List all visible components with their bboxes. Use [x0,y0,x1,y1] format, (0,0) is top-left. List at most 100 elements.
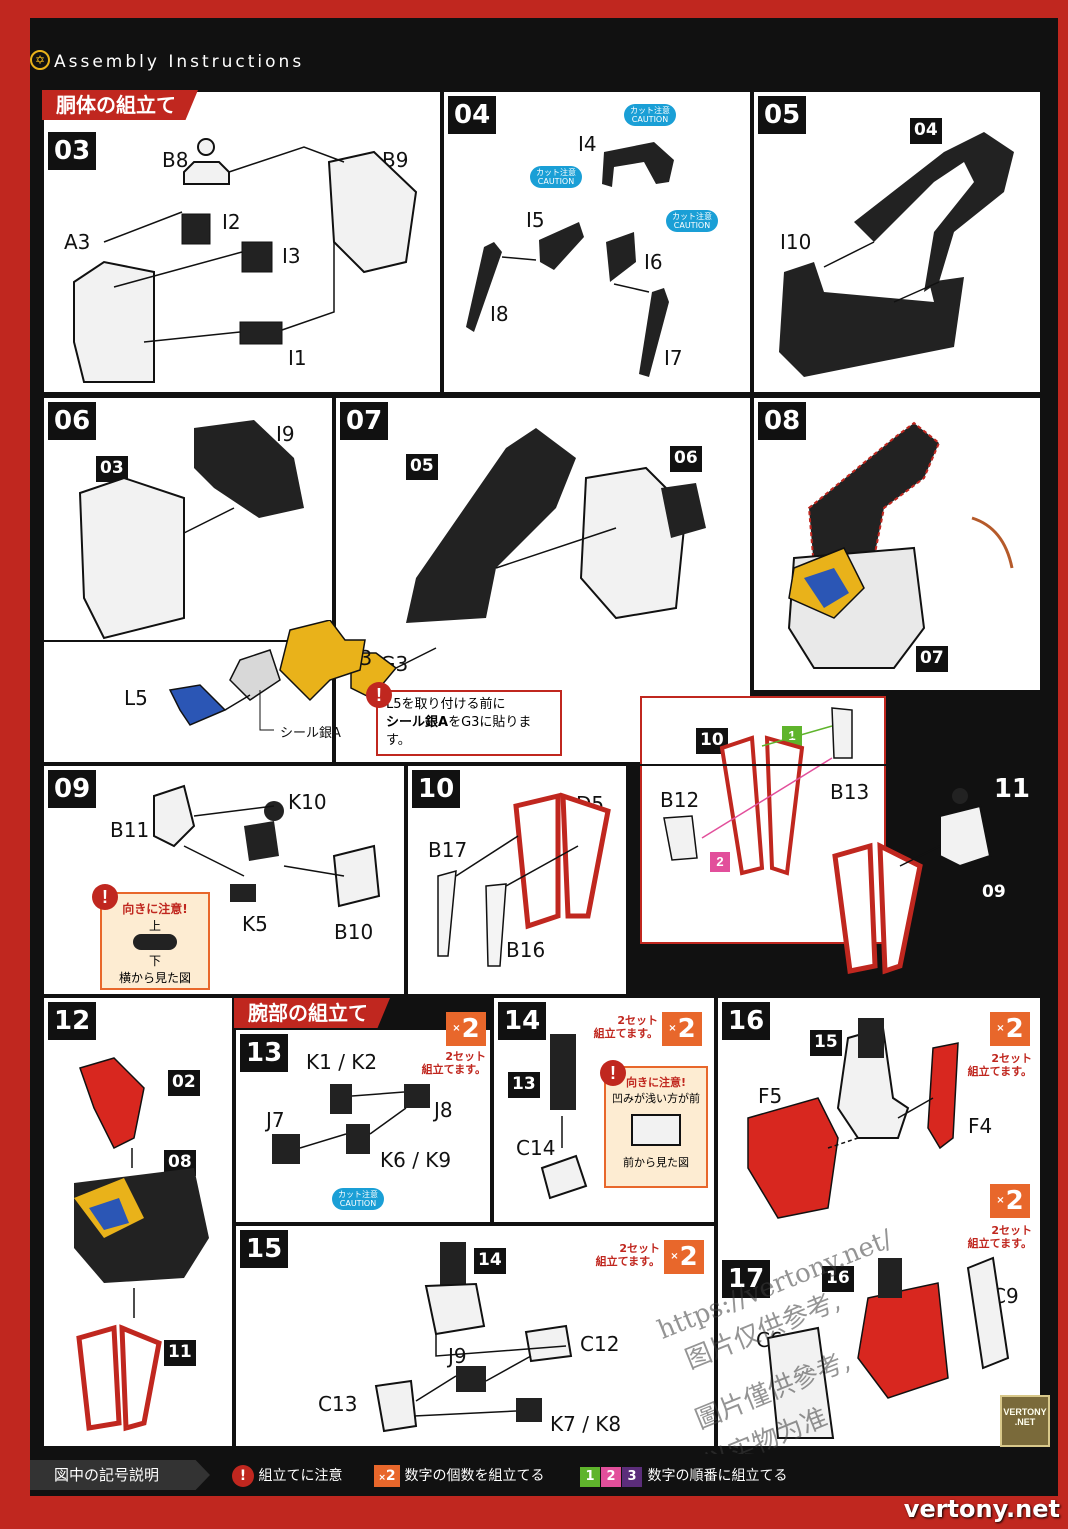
order-badge-1: 1 [782,726,802,746]
legend-order-text: 数字の順番に組立てる [647,1468,788,1484]
count-badge-x2: ×2 [374,1465,400,1487]
step-07-parts-diagram [168,620,366,731]
part-label: K10 [288,790,327,814]
set-count-note: 2セット組立てます。 [392,1050,486,1076]
step-15-panel: 15 14 ×2 2セット組立てます。 C12 J9 C13 K7 / K8 [234,1224,716,1448]
caution-en: CAUTION [339,1199,377,1208]
step-09-diagram [153,784,381,908]
step-09-number: 09 [48,770,97,808]
section-arms-tag: 腕部の組立て [234,998,390,1028]
caution-jp: カット注意 [338,1190,378,1199]
set-count-suffix: 組立てます。 [421,1063,486,1076]
step-04-number: 04 [448,96,497,134]
caution-jp: カット注意 [672,212,712,221]
part-label: K5 [242,912,268,936]
set-count-suffix: 組立てます。 [967,1237,1032,1250]
warning-line-2-bold: シール銀A [386,715,449,730]
caution-en: CAUTION [537,177,575,186]
step-05-diagram [779,132,1014,377]
legend-count: ×2 数字の個数を組立てる [374,1465,544,1487]
step-03-diagram [73,138,418,383]
sub-assembly-ref: 15 [810,1030,842,1056]
part-label: A3 [64,230,91,254]
count-badge-x2: ×2 [662,1012,702,1046]
sub-assembly-ref: 10 [696,728,728,754]
sub-assembly-ref: 14 [474,1248,506,1274]
set-count: 2セット [991,1224,1032,1237]
count-value: 2 [677,1014,696,1044]
step-06-panel: 06 03 I9 [42,396,334,642]
step-03-panel: 胴体の組立て 03 B8 B9 A3 I2 I3 I1 [42,90,442,394]
step-11-callout: 10 B12 B13 1 2 [640,696,886,944]
warning-icon: ! [600,1060,626,1086]
step-06-diagram [78,420,304,640]
set-count: 2セット [991,1052,1032,1065]
legend-warn: ! 組立てに注意 [232,1465,342,1487]
step-14-panel: 14 ×2 2セット組立てます。 13 C14 向きに注意! 凹みが浅い方が前 … [492,996,716,1224]
warning-line-2: をG3に貼ります。 [386,715,532,748]
part-label: B8 [162,148,189,172]
socket-part-icon [631,1114,681,1146]
legend-count-value: 2 [385,1468,396,1484]
order-badge-3: 3 [622,1467,642,1487]
part-label: B13 [830,780,870,804]
tip-caption: 横から見た図 [118,971,191,985]
set-count-note: 2セット組立てます。 [576,1242,660,1268]
bracket-part-icon [133,934,177,950]
sub-assembly-ref: 09 [978,880,1010,906]
step-09-panel: 09 K10 B11 K5 B10 [42,764,406,996]
step-03-number: 03 [48,132,97,170]
step-12-number: 12 [48,1002,97,1040]
sub-assembly-ref: 04 [910,118,942,144]
part-label: I10 [780,230,812,254]
step-11-panel: 11 09 [628,764,1042,996]
step-15-number: 15 [240,1230,289,1268]
sub-assembly-ref: 05 [406,454,438,480]
part-label: I7 [664,346,683,370]
warning-icon: ! [92,884,118,910]
part-label: L5 [124,686,148,710]
step-12-diagram [74,1057,209,1432]
page-title: Assembly Instructions [54,52,305,72]
part-label: B11 [110,818,150,842]
step-17-number: 17 [722,1260,771,1298]
step-11-callout-diagram [663,707,853,876]
part-label: J8 [434,1098,453,1122]
part-label: F4 [968,1114,993,1138]
caution-en: CAUTION [673,221,711,230]
tip-subtitle: 凹みが浅い方が前 [612,1092,700,1105]
legend-title: 図中の記号説明 [30,1460,210,1490]
step-12-panel: 12 02 08 11 [42,996,234,1448]
tip-title: 向きに注意! [625,1076,687,1089]
section-torso-tag: 胴体の組立て [42,90,198,120]
count-badge-x2: ×2 [446,1012,486,1046]
caution-jp: カット注意 [536,168,576,177]
sub-assembly-ref: 13 [508,1072,540,1098]
footer-watermark: vertony.net [903,1495,1060,1523]
step-08-panel: 08 07 [752,396,1042,692]
part-label: I5 [526,208,545,232]
sub-assembly-ref: 07 [916,646,948,672]
step-16-number: 16 [722,1002,771,1040]
count-value: 2 [1005,1186,1024,1216]
step-16-17-panel: 16 15 ×2 2セット組立てます。 F5 F4 17 16 ×2 2セット組… [716,996,1042,1448]
tip-caption: 前から見た図 [623,1156,689,1169]
step-05-number: 05 [758,96,807,134]
part-label: I3 [282,244,301,268]
set-count: 2セット [619,1242,660,1255]
sub-assembly-ref: 06 [670,446,702,472]
order-badge-2: 2 [710,852,730,872]
step-06-number: 06 [48,402,97,440]
step-13-diagram [272,1084,430,1164]
orientation-tip-box: 向きに注意! 凹みが浅い方が前 前から見た図 [604,1066,708,1188]
step-16-17-diagram [747,1018,1010,1439]
step-10-panel: 10 D5 B17 B16 [406,764,628,996]
step-15-diagram [374,1242,573,1433]
part-label: I4 [578,132,597,156]
